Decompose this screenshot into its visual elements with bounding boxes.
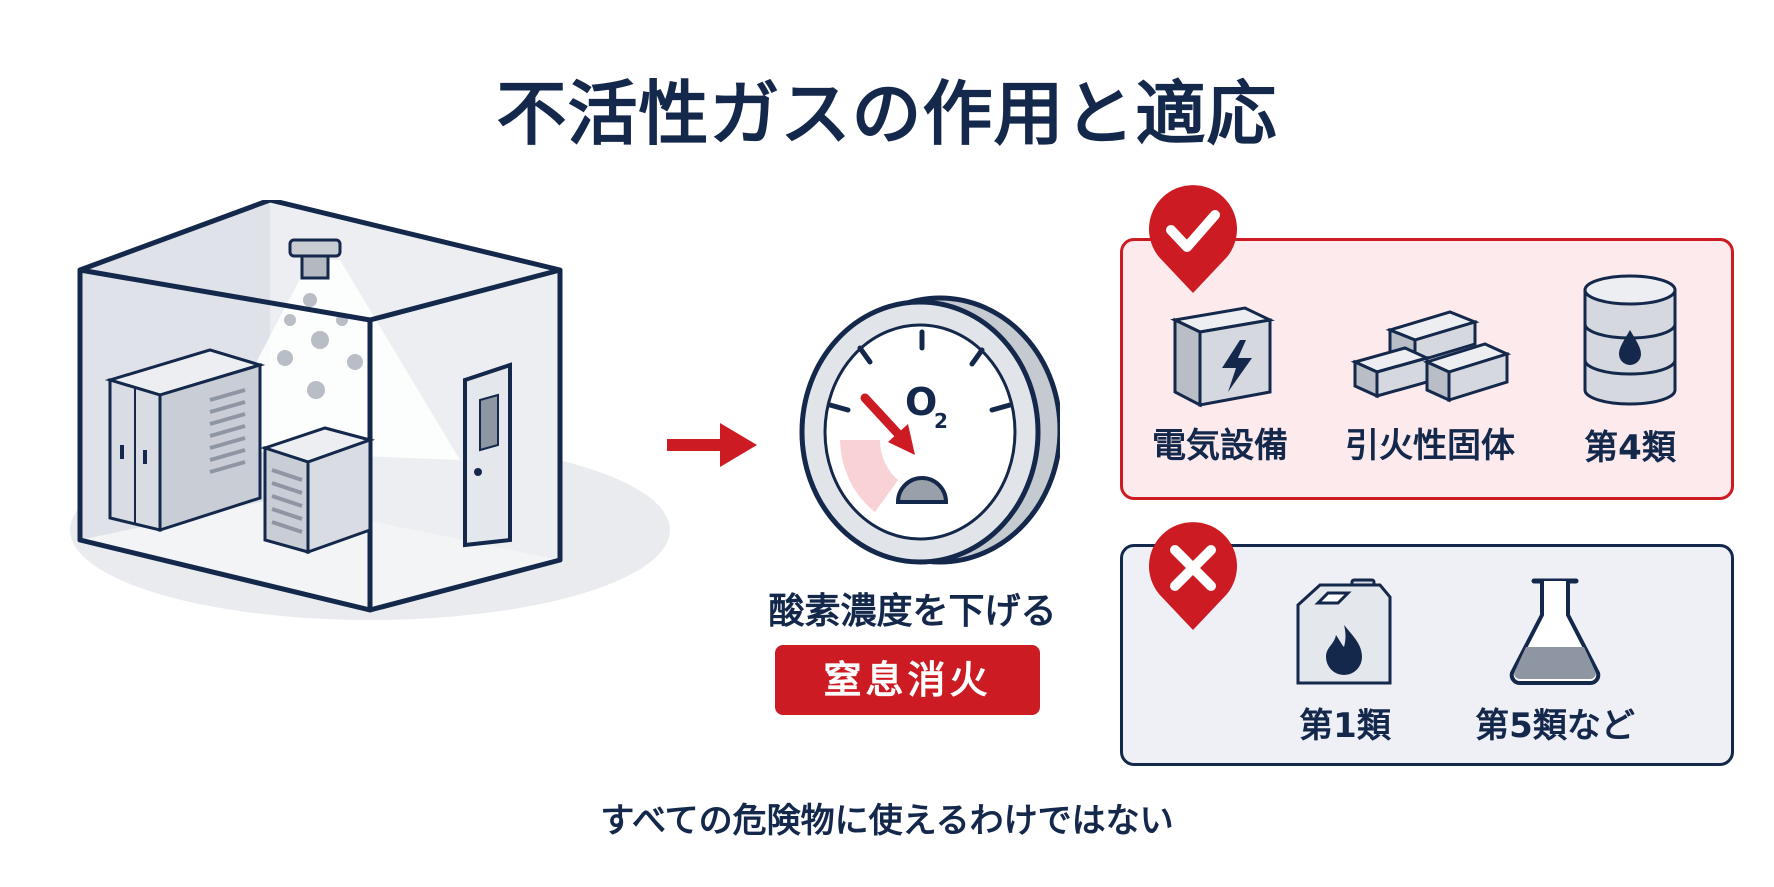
electrical-panel-icon bbox=[1170, 306, 1275, 408]
svg-text:2: 2 bbox=[934, 409, 948, 433]
page-title: 不活性ガスの作用と適応 bbox=[496, 73, 1278, 155]
cross-icon bbox=[1149, 522, 1237, 630]
door-icon bbox=[463, 362, 512, 548]
gas-nozzle-icon bbox=[288, 238, 342, 280]
flow-arrow-icon bbox=[667, 423, 757, 467]
server-room-illustration bbox=[70, 200, 670, 620]
suffocation-badge: 窒息消火 bbox=[775, 645, 1040, 715]
check-icon bbox=[1149, 185, 1237, 293]
item-label: 電気設備 bbox=[1152, 426, 1288, 466]
flask-icon bbox=[1509, 578, 1601, 685]
item-label: 引火性固体 bbox=[1345, 426, 1515, 466]
item-label: 第4類 bbox=[1584, 428, 1676, 468]
suitable-item-solid: 引火性固体 bbox=[1330, 300, 1530, 467]
item-label: 第5類など bbox=[1475, 706, 1635, 746]
item-label: 第1類 bbox=[1299, 706, 1391, 746]
solid-blocks-icon bbox=[1350, 310, 1512, 403]
server-cabinet-icon bbox=[104, 348, 266, 533]
suitable-item-class4: 第4類 bbox=[1550, 272, 1710, 469]
unsuitable-item-class5: 第5類など bbox=[1465, 575, 1645, 747]
suitable-item-electrical: 電気設備 bbox=[1140, 300, 1300, 467]
oil-drum-icon bbox=[1583, 274, 1677, 406]
server-unit-icon bbox=[260, 426, 376, 555]
oxygen-gauge-icon: O 2 bbox=[799, 295, 1060, 565]
mechanism-caption: 酸素濃度を下げる bbox=[768, 591, 1057, 632]
fuel-can-icon bbox=[1296, 578, 1392, 685]
svg-text:O: O bbox=[905, 380, 937, 424]
unsuitable-item-class1: 第1類 bbox=[1265, 575, 1425, 747]
footer-note: すべての危険物に使えるわけではない bbox=[600, 801, 1174, 841]
